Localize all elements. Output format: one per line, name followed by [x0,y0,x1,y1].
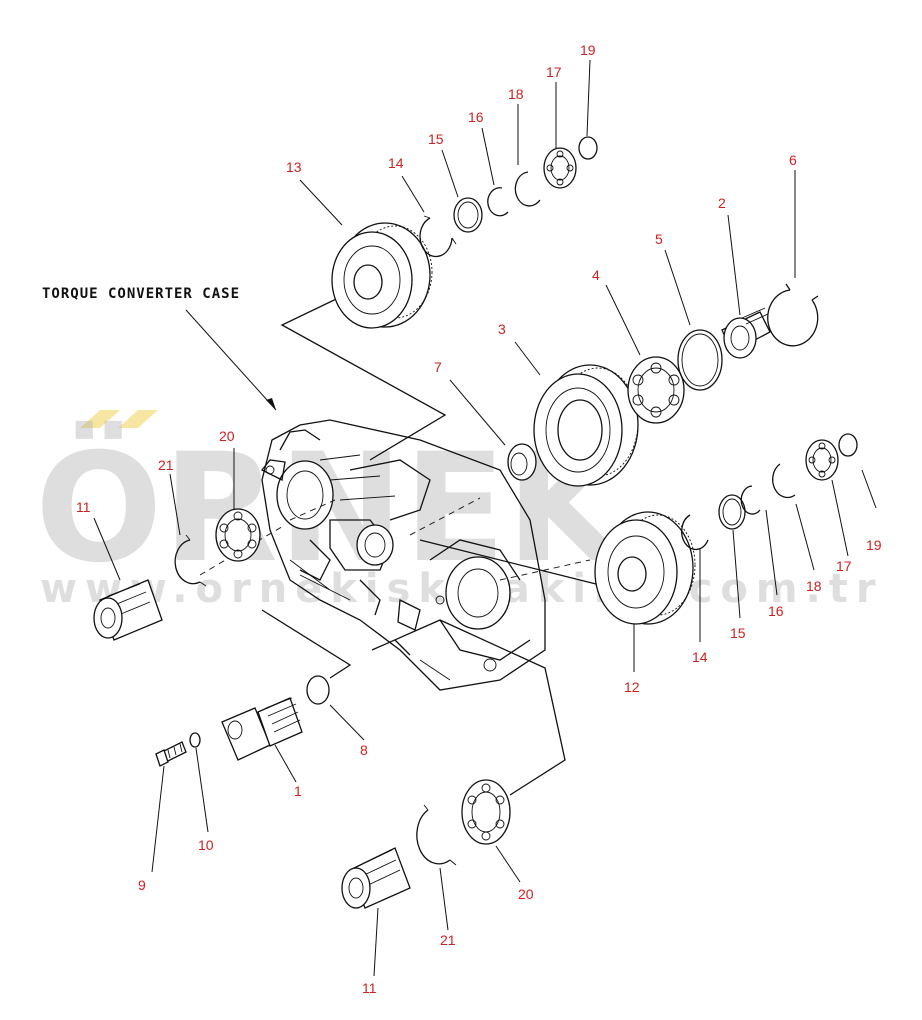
callout-16-top: 16 [468,109,484,125]
callout-12: 12 [624,679,640,695]
torque-converter-case [260,419,546,691]
callout-7: 7 [434,359,442,375]
assembly-lines [261,289,601,796]
callout-8: 8 [360,742,368,758]
callout-5: 5 [655,231,663,247]
callout-11-bottom: 11 [362,980,377,996]
case-label-leader [185,309,277,411]
callout-20-bottom: 20 [518,886,534,902]
watermark-accent-right [118,410,158,428]
callout-19-top: 19 [580,42,596,58]
callout-16-right: 16 [768,603,784,619]
callout-14-top: 14 [388,155,404,171]
part-6-snap-ring [767,283,819,347]
callout-1: 1 [294,783,302,799]
part-17-bearing-right [805,439,839,481]
part-18-snap-ring-right [772,463,796,499]
part-5-ring [677,329,723,391]
callout-9: 9 [138,877,146,893]
callout-21-bottom: 21 [440,932,456,948]
callout-21-left: 21 [158,457,174,473]
part-3-gear [533,364,639,487]
part-16-snap-ring-top [487,187,509,217]
callout-17-right: 17 [836,558,852,574]
callout-17-top: 17 [546,64,562,80]
part-11-sleeve-bottom [341,847,411,909]
callout-18-top: 18 [508,86,524,102]
part-11-sleeve-left [93,579,163,641]
callout-19-right: 19 [866,537,882,553]
callout-14-right: 14 [692,649,708,665]
callout-15-right: 15 [730,625,746,641]
leader-lines [93,59,877,977]
part-15-ring-top [453,197,483,233]
part-18-snap-ring-top [514,171,541,207]
part-16-snap-ring-right [740,485,761,515]
part-20-bearing-bottom [461,779,511,845]
part-1-shaft-flange [221,697,303,761]
part-4-ball-bearing [627,356,685,424]
callout-18-right: 18 [806,578,822,594]
part-14-snap-ring-top [419,215,457,258]
part-7-bearing [507,443,537,481]
case-label-arrow [266,398,276,410]
part-14-snap-ring-right [681,514,709,551]
callout-11-left: 11 [76,499,91,515]
case-label: TORQUE CONVERTER CASE [42,286,240,302]
callout-6: 6 [789,152,797,168]
callout-2: 2 [718,195,726,211]
part-13-gear [331,222,433,329]
part-19-ring-top [578,136,598,160]
part-8-o-ring [306,675,330,705]
callout-20-left: 20 [219,428,235,444]
part-21-snap-ring-bottom [416,804,457,866]
part-20-bearing-left [215,508,261,562]
callout-15-top: 15 [428,131,444,147]
callout-4: 4 [592,267,600,283]
watermark-accent-left [80,410,120,428]
part-19-ring-right [838,433,858,457]
callout-3: 3 [498,321,506,337]
part-12-gear [594,511,696,625]
part-10-washer [189,732,201,748]
part-9-bolt [155,741,187,767]
part-15-ring-right [718,494,746,530]
callout-10: 10 [198,837,214,853]
part-2-needle-bearing [721,307,771,359]
callout-13: 13 [286,159,302,175]
part-17-bearing-top [543,147,577,189]
callouts: 13 14 15 16 18 17 19 6 2 5 4 3 7 20 21 1… [76,42,882,996]
part-21-snap-ring-left [174,534,207,587]
